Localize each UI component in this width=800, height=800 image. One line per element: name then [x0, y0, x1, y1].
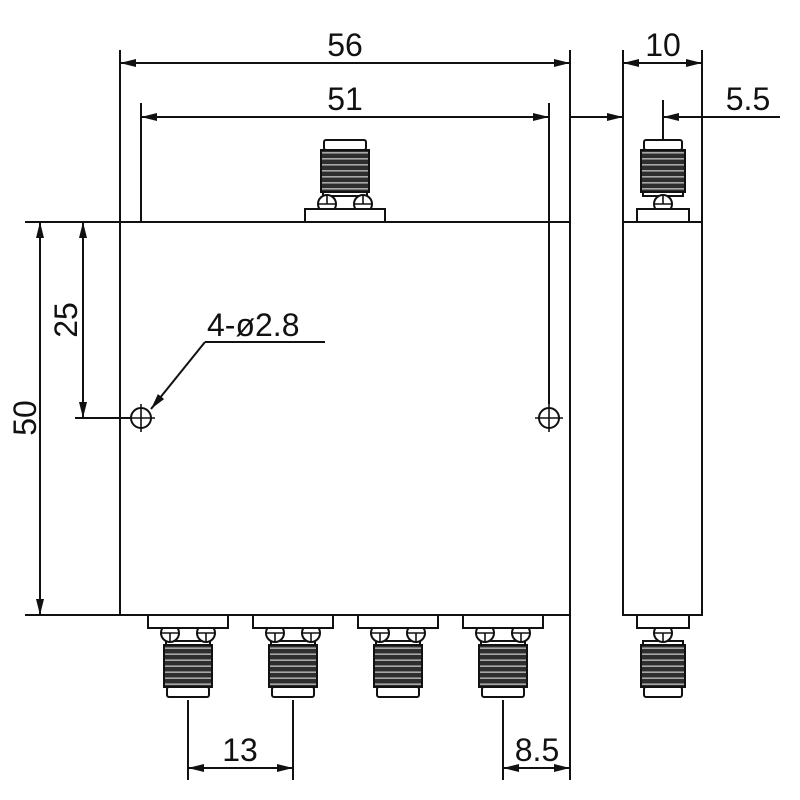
- dimension-connector-pitch: 13: [188, 732, 293, 772]
- hole-callout: 4-ø2.8: [150, 307, 325, 410]
- extension-lines: [25, 50, 703, 780]
- front-view: [119, 139, 571, 698]
- mounting-hole-left: [127, 404, 155, 432]
- divider-body: [119, 221, 571, 616]
- dimension-label: 13: [222, 732, 258, 768]
- side-view: [622, 139, 703, 698]
- dimension-label: 5.5: [726, 81, 770, 117]
- input-connector: [304, 139, 386, 223]
- dimension-connector-offset: 5.5: [570, 81, 780, 121]
- side-connector-bottom: [636, 614, 690, 698]
- dimension-overall-height: 50: [7, 222, 44, 615]
- dimension-hole-spacing: 51: [141, 81, 549, 121]
- output-connector-2: [252, 614, 334, 698]
- dimension-label: 10: [645, 27, 681, 63]
- mounting-hole-right: [535, 404, 563, 432]
- output-connector-1: [147, 614, 229, 698]
- output-connector-4: [462, 614, 544, 698]
- dimension-label: 56: [327, 27, 363, 63]
- hole-callout-label: 4-ø2.8: [207, 307, 299, 343]
- dimension-label: 25: [48, 302, 84, 338]
- side-body: [622, 221, 703, 616]
- output-connector-3: [357, 614, 439, 698]
- dimension-side-thickness: 10: [623, 27, 702, 67]
- dimension-label: 50: [7, 400, 43, 436]
- dimension-label: 8.5: [515, 732, 559, 768]
- dimension-hole-height: 25: [48, 222, 87, 418]
- dimension-label: 51: [327, 81, 363, 117]
- dimension-overall-width: 56: [120, 27, 570, 67]
- dimension-edge-to-connector: 8.5: [503, 732, 570, 772]
- side-connector-top: [636, 139, 690, 223]
